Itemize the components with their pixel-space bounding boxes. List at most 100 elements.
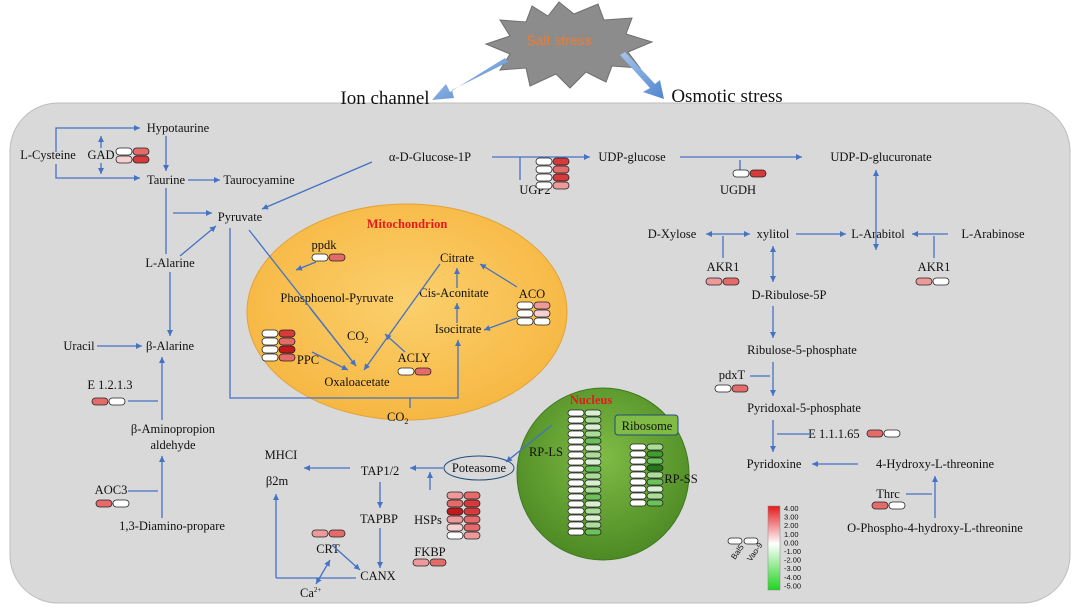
rp-ls-cells	[567, 493, 585, 501]
hsps-cells	[446, 507, 464, 516]
hsps-cells	[463, 515, 481, 524]
rp-ss-cells	[646, 464, 664, 472]
beta-alarine: β-Alarine	[146, 339, 194, 353]
rp-ls-cells	[584, 430, 602, 438]
o-phospho-threonine: O-Phospho-4-hydroxy-L-threonine	[847, 521, 1023, 535]
rp-ls-cells	[584, 465, 602, 473]
legend-tick: -1.00	[784, 547, 801, 556]
ugp2-cells	[535, 181, 553, 190]
rp-ss-cells	[629, 492, 647, 500]
rp-ls-cells	[584, 451, 602, 459]
rp-ss-cells	[629, 464, 647, 472]
crt: CRT	[316, 542, 340, 556]
hsps-cells	[446, 523, 464, 532]
ribulose-5-phosphate: Ribulose-5-phosphate	[747, 343, 857, 357]
e1-1-1-65-cells	[866, 429, 884, 438]
rp-ls-cells	[567, 465, 585, 473]
rp-ls-cells	[584, 500, 602, 508]
co2-mito: CO2	[347, 329, 368, 345]
e1-2-1-3: E 1.2.1.3	[87, 378, 132, 392]
rp-ls-cells	[584, 472, 602, 480]
enzyme-labels: GAD UGP2 UGDH AKR1 AKR1 pdxT E 1.1.1.65 …	[87, 148, 950, 559]
citrate: Citrate	[440, 251, 474, 265]
rp-ls-cells	[584, 507, 602, 515]
rp-ss-cells	[646, 450, 664, 458]
thrc-cells	[871, 501, 889, 510]
hsps-cells	[463, 491, 481, 500]
akr1-right-cells	[932, 277, 950, 286]
aoc3-cells	[95, 499, 113, 508]
rp-ls-cells	[567, 451, 585, 459]
pyridoxal-5-phosphate: Pyridoxal-5-phosphate	[747, 401, 861, 415]
color-legend: 4.003.002.001.000.00-1.00-2.00-3.00-4.00…	[727, 504, 801, 590]
thrc-cells	[888, 501, 906, 510]
calcium: Ca2+	[300, 586, 321, 600]
e1-2-1-3-cells	[91, 397, 109, 406]
udp-glucose: UDP-glucose	[598, 150, 666, 164]
ppc-cells	[278, 353, 296, 362]
rp-ls-cells	[584, 437, 602, 445]
ugp2-cells	[535, 173, 553, 182]
rp-ls-cells	[584, 521, 602, 529]
co2-outside: CO2	[387, 410, 408, 426]
rp-ls-cells	[584, 493, 602, 501]
hsps-cells	[446, 491, 464, 500]
tapbp: TAPBP	[360, 512, 398, 526]
hsps-cells	[446, 515, 464, 524]
mhci: MHCI	[265, 448, 298, 462]
uracil: Uracil	[63, 339, 95, 353]
hsps-cells	[463, 507, 481, 516]
hsps-cells	[463, 499, 481, 508]
crt-cells	[328, 529, 346, 538]
legend-tick: 3.00	[784, 513, 799, 522]
rp-ls-cells	[584, 444, 602, 452]
acly: ACLY	[398, 351, 431, 365]
legend-tick: 1.00	[784, 530, 799, 539]
hsps-cells	[446, 531, 464, 540]
ion-channel-label: Ion channel	[340, 88, 429, 109]
ugp2-cells	[552, 181, 570, 190]
gad-cells	[132, 155, 150, 164]
legend-tick: -3.00	[784, 564, 801, 573]
isocitrate: Isocitrate	[435, 322, 482, 336]
gad: GAD	[87, 148, 114, 162]
mitochondrion-label: Mitochondrion	[367, 217, 448, 231]
akr1-left-cells	[722, 277, 740, 286]
rp-ls-cells	[567, 437, 585, 445]
rp-ss-cells	[629, 450, 647, 458]
salt-stress-burst	[484, 1, 654, 89]
pdxt: pdxT	[719, 368, 746, 382]
canx: CANX	[360, 569, 395, 583]
legend-tick: -4.00	[784, 573, 801, 582]
aco-cells	[516, 301, 534, 310]
rp-ls-cells	[567, 507, 585, 515]
proteasome	[443, 455, 515, 481]
ppdk: ppdk	[312, 238, 338, 252]
hsps-cells	[446, 499, 464, 508]
fkbp-cells	[412, 558, 430, 567]
rp-ls-cells	[584, 409, 602, 417]
ppc-cells	[278, 337, 296, 346]
legend-sample-cell-1	[727, 537, 743, 545]
ppc-cells	[261, 329, 279, 338]
udp-glucuronate: UDP-D-glucuronate	[830, 150, 932, 164]
rp-ls-cells	[567, 458, 585, 466]
ppdk-cells	[328, 253, 346, 262]
thrc: Thrc	[876, 487, 900, 501]
aco-cells	[516, 309, 534, 318]
rp-ls: RP-LS	[529, 445, 563, 459]
rp-ss-cells	[629, 485, 647, 493]
ugp2-cells	[552, 157, 570, 166]
ion-channel-arrow	[432, 58, 508, 100]
rp-ss-cells	[646, 485, 664, 493]
aco-cells	[533, 317, 551, 326]
akr1-right-cells	[915, 277, 933, 286]
rp-ls-cells	[584, 486, 602, 494]
l-cysteine: L-Cysteine	[20, 148, 76, 162]
fkbp: FKBP	[414, 545, 445, 559]
rp-ls-cells	[567, 514, 585, 522]
cis-aconitate: Cis-Aconitate	[419, 286, 489, 300]
diamino-propare: 1,3-Diamino-propare	[119, 519, 225, 533]
rp-ss-cells	[629, 478, 647, 486]
rp-ss-cells	[646, 471, 664, 479]
